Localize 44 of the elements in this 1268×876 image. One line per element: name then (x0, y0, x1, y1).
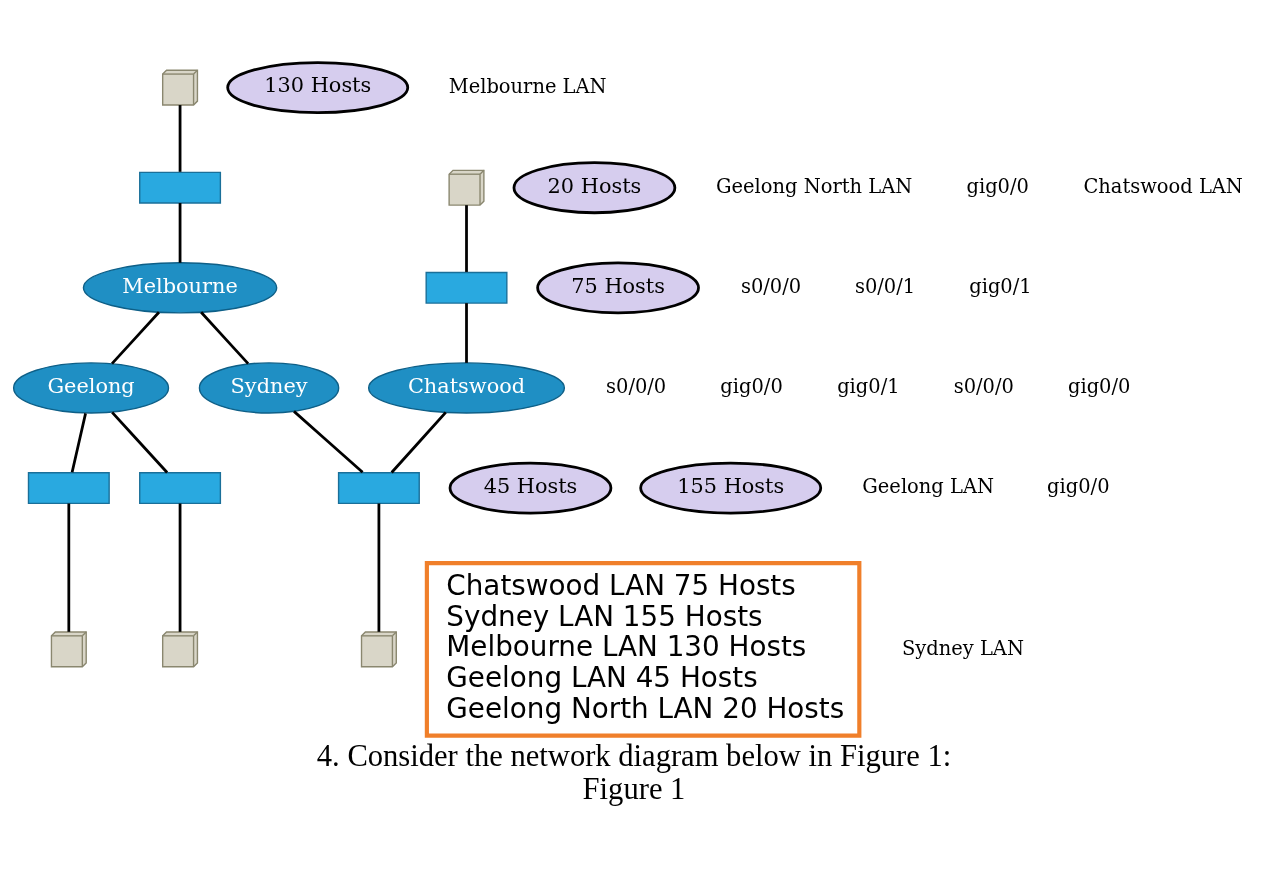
connector (377, 503, 381, 632)
node-ellipse: Melbourne (82, 262, 278, 314)
label: s0/0/0 (953, 375, 1014, 399)
label: gig0/1 (837, 375, 900, 399)
connector (465, 205, 468, 272)
node-box (425, 271, 508, 304)
node-box (337, 472, 420, 505)
node-ellipse: Sydney (198, 362, 340, 414)
label: s0/0/1 (854, 274, 916, 298)
label: s0/0/0 (740, 274, 802, 298)
node-ellipse: 75 Hosts (536, 261, 700, 315)
node-box (139, 171, 222, 204)
label: gig0/0 (1047, 475, 1110, 499)
node-box: Chatswood LAN 75 Hosts Sydney LAN 155 Hosts Melbourne LAN 130 Hosts Geelong LAN 45 Hosts Geelong North LAN 20 Hosts (424, 561, 862, 738)
label: Melbourne LAN (448, 74, 607, 98)
connector (200, 311, 250, 365)
label: s0/0/0 (606, 375, 667, 399)
connector (70, 413, 87, 473)
connector (178, 203, 182, 263)
node-box (139, 472, 222, 505)
connector (293, 410, 364, 474)
diagram-title: 4. Consider the network diagram below in Figure 1: (316, 738, 952, 773)
connector (111, 311, 160, 365)
connector (178, 503, 182, 632)
node-ellipse: 45 Hosts (448, 461, 613, 515)
node-box (27, 472, 110, 505)
label: gig0/0 (1067, 375, 1131, 399)
node-ellipse: Geelong (12, 362, 170, 414)
node-ellipse: 130 Hosts (226, 61, 410, 114)
connector (465, 303, 468, 363)
label: Geelong LAN (862, 475, 994, 499)
label: gig0/0 (966, 174, 1029, 198)
label: gig0/1 (969, 274, 1032, 298)
connector (67, 503, 71, 632)
label: Chatswood LAN (1083, 174, 1243, 198)
connector (178, 105, 182, 172)
label: Geelong North LAN (716, 174, 913, 198)
connector (111, 411, 169, 474)
node-ellipse: 20 Hosts (512, 161, 677, 215)
label: Sydney LAN (901, 636, 1024, 660)
connector (390, 411, 447, 474)
node-ellipse: 155 Hosts (639, 461, 823, 515)
node-ellipse: Chatswood (367, 362, 566, 414)
label: gig0/0 (720, 375, 783, 399)
